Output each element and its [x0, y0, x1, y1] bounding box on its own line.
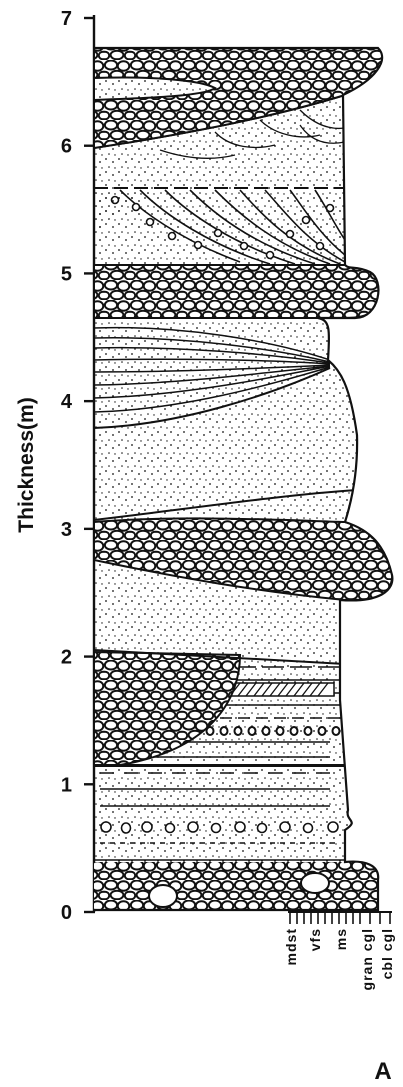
- y-tick-label: 3: [61, 519, 72, 541]
- y-tick-label: 7: [61, 8, 72, 30]
- grain-size-label: vfs: [307, 928, 323, 951]
- layer-basal-conglomerate: [94, 862, 394, 910]
- grain-size-label: ms: [333, 928, 349, 950]
- panel-label: A: [374, 1058, 391, 1085]
- y-tick-label: 4: [61, 391, 73, 413]
- y-axis-title: Thickness(m): [15, 397, 38, 532]
- y-tick-label: 0: [61, 902, 72, 924]
- y-tick-label: 6: [61, 136, 72, 158]
- grain-size-label: cbl cgl: [379, 928, 395, 979]
- y-axis-ticks: 0 1 2 3 4 5 6 7: [61, 8, 95, 924]
- y-tick-label: 1: [61, 774, 72, 796]
- y-axis: 0 1 2 3 4 5 6 7: [61, 8, 95, 924]
- column-body: [94, 48, 394, 912]
- grain-size-label: gran cgl: [359, 928, 375, 990]
- layer-upper-conglomerate: [94, 265, 387, 318]
- y-tick-label: 2: [61, 647, 72, 669]
- y-tick-label: 5: [61, 263, 72, 285]
- grain-size-label: mdst: [283, 928, 299, 965]
